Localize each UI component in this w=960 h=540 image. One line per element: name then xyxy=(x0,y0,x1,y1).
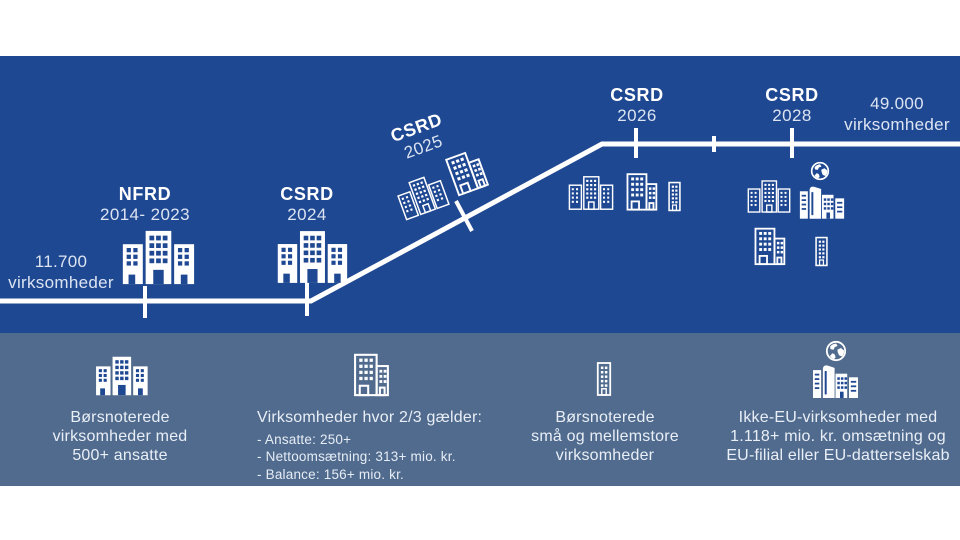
legend-line: Ikke-EU-virksomheder med xyxy=(738,409,938,426)
legend-line: EU-filial eller EU-datterselskab xyxy=(726,447,950,464)
legend-small-building-icon xyxy=(596,361,612,397)
legend-line: virksomheder xyxy=(555,447,655,464)
csrd-2024-buildings-icon xyxy=(275,229,349,285)
csrd-2028-small-building-icon xyxy=(814,236,829,267)
legend-line: Børsnoterede xyxy=(70,409,170,426)
legend-line: 500+ ansatte xyxy=(72,447,168,464)
legend-item-listed-sme: Børsnoterede små og mellemstore virksomh… xyxy=(514,408,696,465)
milestone-csrd-2024: CSRD 2024 xyxy=(247,184,367,225)
legend-heading: Virksomheder hvor 2/3 gælder: xyxy=(257,409,483,426)
milestone-csrd-2024-label: CSRD xyxy=(280,184,334,204)
csrd-2026-small-building-icon xyxy=(667,181,682,212)
legend-line: Børsnoterede xyxy=(555,409,655,426)
csrd-2026-building-pair-icon xyxy=(625,171,658,212)
legend-item-listed-500: Børsnoterede virksomheder med 500+ ansat… xyxy=(28,408,212,465)
legend-globe-icon xyxy=(825,340,847,362)
end-count-value: 49.000 xyxy=(870,94,924,113)
legend-bullet: - Balance: 156+ mio. kr. xyxy=(257,466,404,482)
csrd-2028-building-pair-icon xyxy=(753,226,786,266)
legend-bullets: - Ansatte: 250+ - Nettoomsætning: 313+ m… xyxy=(257,431,487,483)
tick-csrd-2025 xyxy=(454,200,474,232)
milestone-csrd-2028-label: CSRD xyxy=(765,85,819,105)
start-count-value: 11.700 xyxy=(34,252,88,271)
legend-line: 1.118+ mio. kr. omsætning og xyxy=(730,428,946,445)
csrd-2028-city-icon xyxy=(799,183,845,219)
milestone-nfrd: NFRD 2014- 2023 xyxy=(85,184,205,225)
legend-line: virksomheder med xyxy=(52,428,188,445)
milestone-csrd-2026-label: CSRD xyxy=(610,85,664,105)
legend-item-two-of-three: Virksomheder hvor 2/3 gælder: - Ansatte:… xyxy=(257,408,487,483)
legend-bullet: - Nettoomsætning: 313+ mio. kr. xyxy=(257,449,456,465)
legend-office-building-pair-icon xyxy=(352,352,390,397)
legend-item-non-eu: Ikke-EU-virksomheder med 1.118+ mio. kr.… xyxy=(720,408,956,465)
milestone-nfrd-label: NFRD xyxy=(118,184,172,204)
end-count: 49.000 virksomheder xyxy=(836,93,958,135)
milestone-csrd-2024-years: 2024 xyxy=(287,205,327,224)
milestone-csrd-2028-years: 2028 xyxy=(772,106,812,125)
nfrd-buildings-icon xyxy=(120,229,196,286)
end-count-unit: virksomheder xyxy=(844,115,950,134)
start-count: 11.700 virksomheder xyxy=(0,251,132,293)
legend-bullet: - Ansatte: 250+ xyxy=(257,432,352,447)
legend-line: små og mellemstore xyxy=(531,428,679,445)
csrd-2028-globe-icon xyxy=(810,161,830,181)
csrd-2028-buildings-icon xyxy=(746,177,792,216)
milestone-csrd-2026: CSRD 2026 xyxy=(577,85,697,126)
legend-office-buildings-icon xyxy=(94,355,149,397)
csrd-2026-buildings-icon xyxy=(567,173,615,213)
start-count-unit: virksomheder xyxy=(8,273,114,292)
legend-band xyxy=(0,333,960,486)
milestone-csrd-2028: CSRD 2028 xyxy=(732,85,852,126)
milestone-csrd-2026-years: 2026 xyxy=(617,106,657,125)
milestone-nfrd-years: 2014- 2023 xyxy=(99,205,191,224)
legend-city-icon xyxy=(812,362,859,398)
